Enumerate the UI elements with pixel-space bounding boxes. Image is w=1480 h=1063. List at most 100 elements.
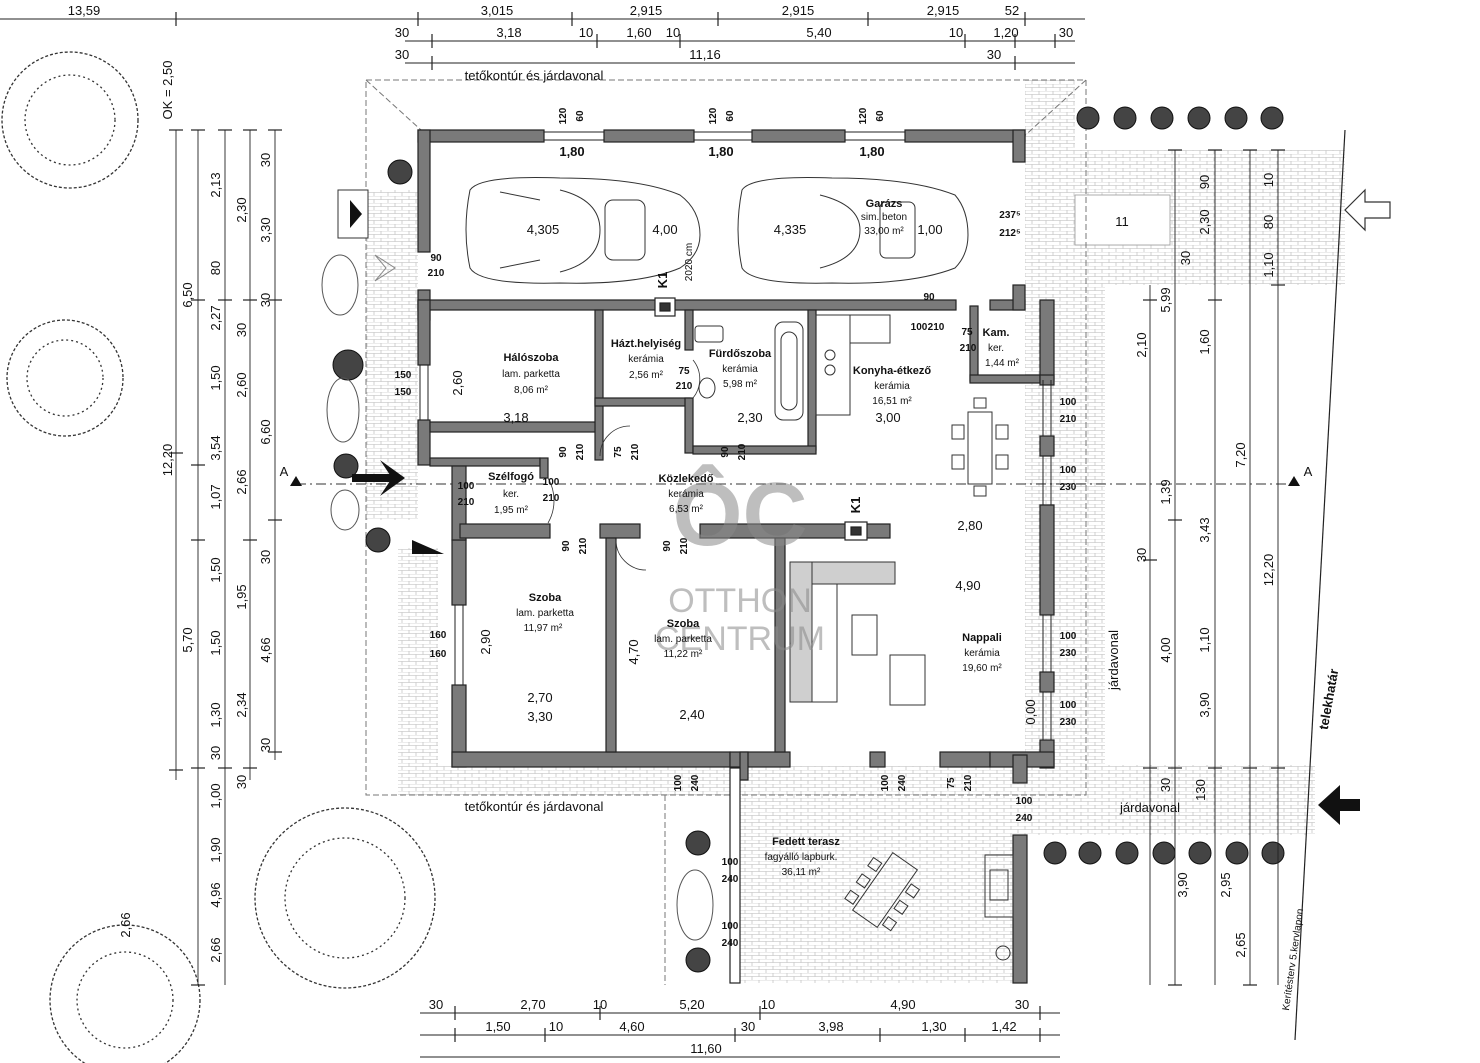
dim-text: 3,30 xyxy=(527,709,552,724)
dim-text: 210 xyxy=(676,381,693,392)
dim-text: 30 xyxy=(258,738,273,752)
dim-text: 5,99 xyxy=(1158,287,1173,312)
paving xyxy=(366,80,1345,983)
room-name: Szoba xyxy=(667,618,700,630)
dim-text: 30 xyxy=(1178,251,1193,265)
dim-text: 2,65 xyxy=(1233,932,1248,957)
dim-text: 212⁵ xyxy=(999,228,1021,239)
dim-text: 120 xyxy=(708,107,719,124)
room-name: Szélfogó xyxy=(488,471,534,483)
dim-text: 10 xyxy=(949,25,963,40)
property-line-label: telekhatár xyxy=(1316,668,1341,731)
dim-text: 210 xyxy=(630,443,641,460)
dim-text: 100 xyxy=(1060,700,1077,711)
dim-text: 100 xyxy=(722,921,739,932)
dim-text: 5,40 xyxy=(806,25,831,40)
dim-text: 2,66 xyxy=(208,937,223,962)
dim-text: 150 xyxy=(395,370,412,381)
house-number: 11 xyxy=(1115,214,1129,229)
room-area: 2,56 m² xyxy=(629,370,664,381)
dim-text: 10 xyxy=(579,25,593,40)
dim-text: 100 xyxy=(1060,397,1077,408)
dim-text: 80 xyxy=(208,261,223,275)
dim-text: 2,66 xyxy=(118,912,133,937)
dim-text: 75 xyxy=(613,446,624,458)
room-floor: lam. parketta xyxy=(502,369,560,380)
watermark: ÔC OTTHON CENTRUM xyxy=(655,463,825,658)
room-area: 11,97 m² xyxy=(524,623,563,634)
dim-text: 2,66 xyxy=(234,469,249,494)
dim-text: 12,20 xyxy=(160,444,175,477)
dim-text: 100 xyxy=(673,774,684,791)
dim-text: 30 xyxy=(1015,997,1029,1012)
dim-text: 237⁵ xyxy=(999,210,1021,221)
room-name: Házt.helyiség xyxy=(611,338,681,350)
room-area: 33,00 m² xyxy=(864,226,904,237)
dim-text: 30 xyxy=(234,775,249,789)
dim-text: 160 xyxy=(430,630,447,641)
dim-text: 3,18 xyxy=(496,25,521,40)
room-pantry: Kam.ker.1,44 m² xyxy=(983,327,1020,369)
room-floor: kerámia xyxy=(668,489,704,500)
room-name: Szoba xyxy=(529,592,562,604)
room-name: Garázs xyxy=(866,198,903,210)
dim-text: 100 xyxy=(911,322,928,333)
room-floor: ker. xyxy=(503,489,519,500)
entrance-arrows xyxy=(337,188,1391,825)
dim-text: 210 xyxy=(575,443,586,460)
dim-text: 2,915 xyxy=(630,3,663,18)
dim-text: 210 xyxy=(543,493,560,504)
dim-text: 1,42 xyxy=(991,1019,1016,1034)
dim-text: 120 xyxy=(558,107,569,124)
dim-text: 30 xyxy=(1134,548,1149,562)
dim-text: 10 xyxy=(549,1019,563,1034)
dim-text: 10 xyxy=(1261,173,1276,187)
dim-text: 210 xyxy=(737,443,748,460)
fence-note: Kerítésterv 5.kervlapon xyxy=(1281,908,1306,1011)
dim-text: 210 xyxy=(428,268,445,279)
dim-text: 210 xyxy=(963,774,974,791)
dim-text: 30 xyxy=(258,550,273,564)
dim-text: 7,20 xyxy=(1233,442,1248,467)
dim-text: 210 xyxy=(679,537,690,554)
dim-text: 0,00 xyxy=(1023,699,1038,724)
room-area: 1,44 m² xyxy=(985,358,1020,369)
room-floor: kerámia xyxy=(964,648,1000,659)
dim-text: 1,60 xyxy=(626,25,651,40)
dim-text: 30 xyxy=(429,997,443,1012)
room-floor: kerámia xyxy=(874,381,910,392)
dim-text: 1,80 xyxy=(559,144,584,159)
dim-text: 11,16 xyxy=(689,47,721,62)
dim-text: 2,915 xyxy=(927,3,960,18)
roof-label-bottom: tetőkontúr és járdavonal xyxy=(465,799,604,814)
dim-text: 3,54 xyxy=(208,435,223,460)
dim-text: 2,60 xyxy=(450,370,465,395)
dims-top: 13,59 3,015 2,915 2,915 2,915 52 30 3,18… xyxy=(68,3,1074,62)
dim-text: 80 xyxy=(1261,215,1276,229)
dim-text: 100 xyxy=(1016,796,1033,807)
dim-text: 10 xyxy=(593,997,607,1012)
section-a-right: A xyxy=(1304,464,1313,479)
dim-text: 30 xyxy=(258,153,273,167)
dim-text: 4,66 xyxy=(258,637,273,662)
dim-text: 75 xyxy=(946,777,957,789)
dim-text: 1,00 xyxy=(917,222,942,237)
dim-text: 6,50 xyxy=(180,282,195,307)
dim-text: 30 xyxy=(741,1019,755,1034)
dim-text: 130 xyxy=(1193,779,1208,801)
dim-text: 4,60 xyxy=(619,1019,644,1034)
dim-text: 150 xyxy=(395,387,412,398)
dim-text: 1,00 xyxy=(208,783,223,808)
bushes xyxy=(321,254,714,941)
dim-text: 30 xyxy=(987,47,1001,62)
dim-text: 75 xyxy=(678,366,690,377)
dim-text: 90 xyxy=(923,292,935,303)
dim-text: 30 xyxy=(395,47,409,62)
property-line xyxy=(1294,129,1346,1041)
dim-text: 4,305 xyxy=(527,222,560,237)
dim-text: 1,60 xyxy=(1197,329,1212,354)
